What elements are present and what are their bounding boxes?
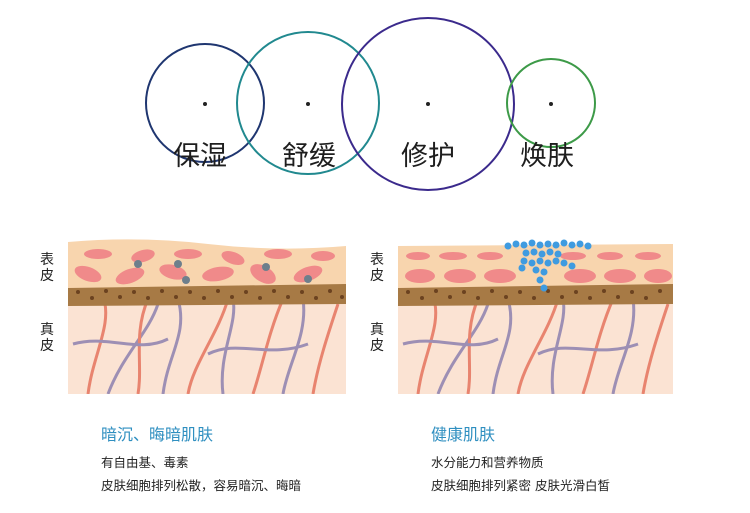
epidermis-label-left: 表皮	[40, 252, 54, 284]
dot-renew	[549, 102, 553, 106]
basal-dots	[406, 289, 662, 300]
skin-cells-tight	[405, 252, 672, 283]
dot-soothe	[306, 102, 310, 106]
dull-skin-desc-2: 皮肤细胞排列松散，容易暗沉、晦暗	[101, 478, 302, 493]
dull-skin-title: 暗沉、晦暗肌肤	[101, 425, 214, 444]
healthy-skin-illustration	[398, 239, 673, 394]
benefit-label-soothe: 舒缓	[282, 141, 336, 172]
benefit-label-moisturize: 保湿	[173, 141, 227, 172]
healthy-skin-desc-2: 皮肤细胞排列紧密 皮肤光滑白皙	[431, 478, 610, 493]
toxin-particles	[134, 260, 312, 284]
dermis-label-right: 真皮	[370, 322, 384, 354]
dot-moisturize	[203, 102, 207, 106]
benefit-label-repair: 修护	[401, 141, 455, 172]
circle-soothe	[236, 31, 380, 175]
basal-dots	[76, 289, 344, 300]
epidermis-label-right: 表皮	[370, 252, 384, 284]
benefit-circles	[145, 17, 596, 191]
dermis-fibers	[402, 295, 670, 394]
healthy-skin-title: 健康肌肤	[431, 425, 496, 444]
dull-skin-desc-1: 有自由基、毒素	[101, 455, 189, 470]
circle-repair	[341, 17, 515, 191]
dot-repair	[426, 102, 430, 106]
basal-layer	[398, 282, 673, 306]
circle-moisturize	[145, 43, 265, 163]
skin-cells-loose	[74, 249, 335, 285]
dermis-fibers	[72, 295, 340, 394]
benefit-label-renew: 焕肤	[520, 141, 574, 172]
circle-renew	[506, 58, 596, 148]
basal-layer	[68, 282, 346, 306]
dull-skin-illustration	[68, 239, 346, 394]
dermis-layer	[398, 294, 673, 394]
dermis-label-left: 真皮	[40, 322, 54, 354]
healthy-skin-desc-1: 水分能力和营养物质	[431, 455, 544, 470]
water-molecules	[504, 239, 592, 292]
